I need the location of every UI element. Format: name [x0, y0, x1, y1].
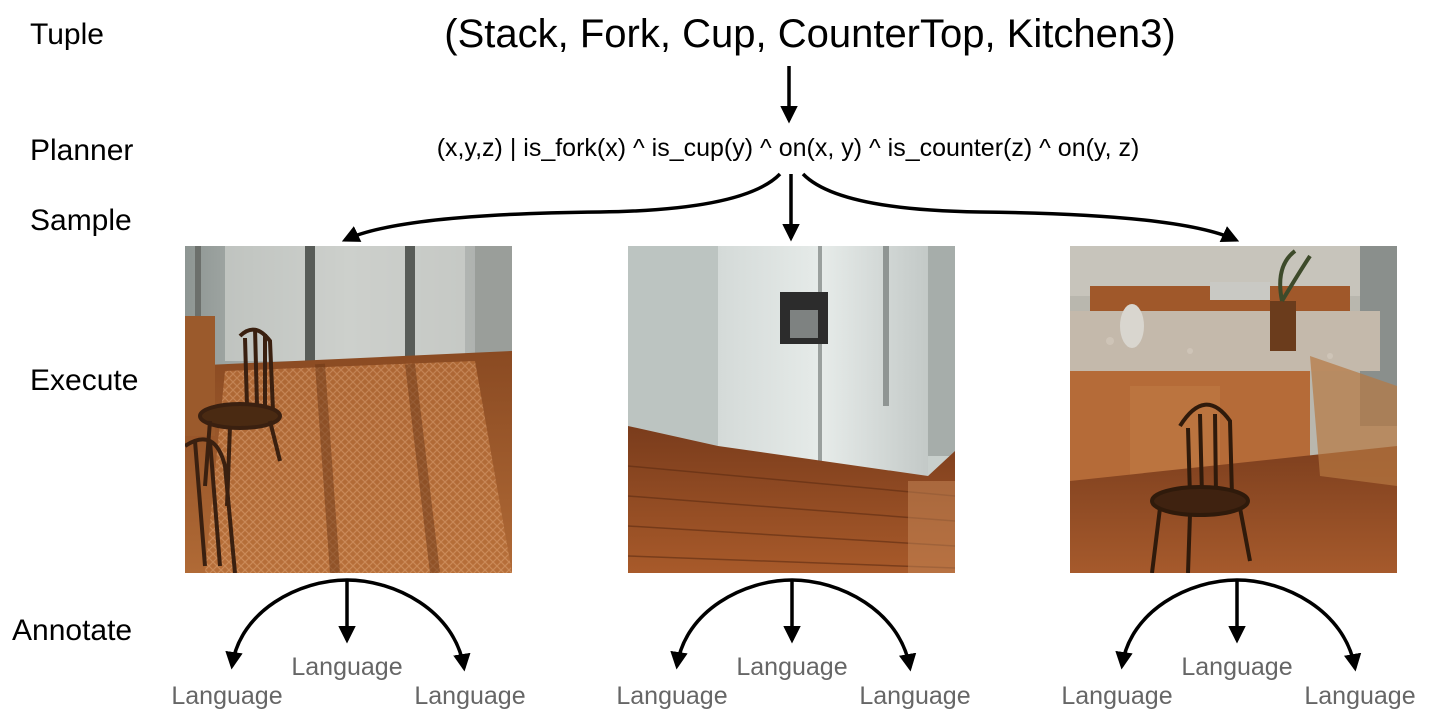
- annotation-1-right: Language: [414, 682, 526, 710]
- row-label-tuple: Tuple: [30, 18, 104, 51]
- annotation-2-center: Language: [736, 653, 848, 681]
- row-label-planner: Planner: [30, 134, 134, 167]
- annotation-1-left: Language: [171, 682, 283, 710]
- arrow-annotate-1-right: [346, 578, 471, 672]
- annotation-2-left: Language: [616, 682, 728, 710]
- row-label-annotate: Annotate: [12, 614, 133, 647]
- annotation-3-center: Language: [1181, 653, 1293, 681]
- arrow-annotate-3-left: [1115, 578, 1238, 670]
- planner-formula: (x,y,z) | is_fork(x) ^ is_cup(y) ^ on(x,…: [436, 134, 1140, 162]
- arrow-annotate-1-left: [225, 578, 348, 670]
- arrow-annotate-3-right: [1236, 578, 1362, 672]
- scene-image-2: [628, 246, 955, 573]
- arrow-annotate-2-left: [670, 578, 793, 670]
- annotation-2-right: Language: [859, 682, 971, 710]
- annotation-3-left: Language: [1061, 682, 1173, 710]
- scene-image-3: [1070, 246, 1397, 573]
- annotation-3-right: Language: [1304, 682, 1416, 710]
- annotation-1-center: Language: [291, 653, 403, 681]
- row-label-sample: Sample: [30, 204, 132, 237]
- arrow-sample-right: [801, 172, 1240, 243]
- arrow-sample-left: [341, 172, 782, 242]
- scene-image-1: [185, 246, 512, 573]
- arrow-annotate-2-right: [791, 578, 917, 672]
- row-label-execute: Execute: [30, 364, 139, 397]
- tuple-text: (Stack, Fork, Cup, CounterTop, Kitchen3): [444, 12, 1176, 56]
